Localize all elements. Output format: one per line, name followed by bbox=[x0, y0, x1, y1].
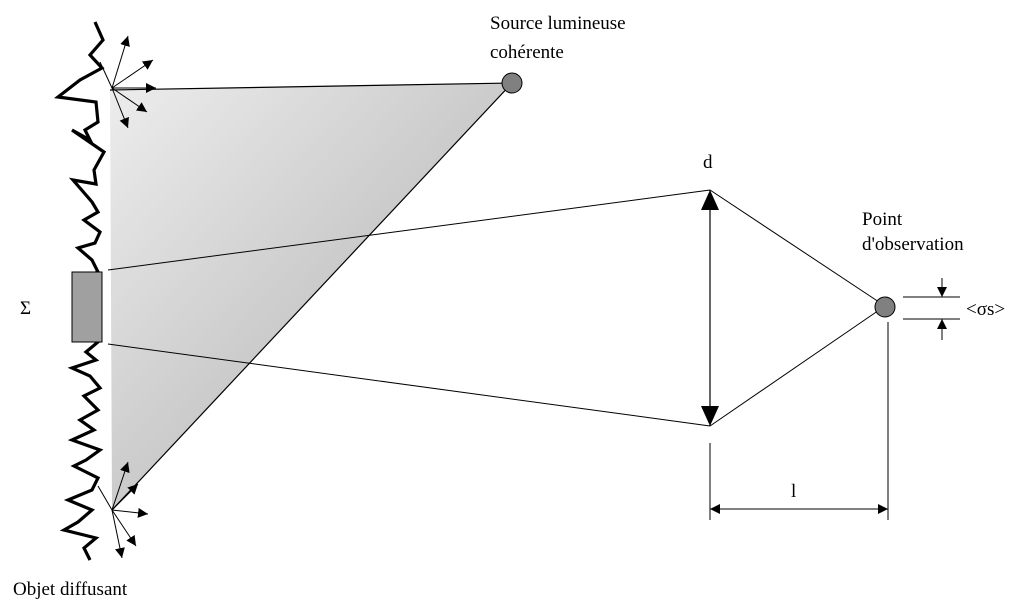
ray-upper bbox=[107, 189, 711, 271]
speckle-size-indicator bbox=[903, 278, 960, 340]
source-label-line2: cohérente bbox=[490, 42, 564, 63]
observation-label-line2: d'observation bbox=[862, 234, 964, 255]
observation-label-line1: Point bbox=[862, 209, 903, 230]
light-source bbox=[501, 72, 523, 94]
aperture-arrowhead-top bbox=[701, 190, 719, 210]
sigma-zone bbox=[71, 271, 103, 343]
distance-label: l bbox=[791, 481, 797, 502]
scatter-arrows-top bbox=[99, 35, 156, 129]
scatter-arrows-bottom bbox=[97, 461, 149, 559]
object-label: Objet diffusant bbox=[13, 579, 128, 600]
source-label-line1: Source lumineuse bbox=[490, 13, 626, 34]
distance-dimension bbox=[709, 322, 889, 520]
aperture-arrowhead-bottom bbox=[701, 406, 719, 426]
speckle-size-label: <σs> bbox=[966, 299, 1006, 320]
ray-to-observation-lower bbox=[709, 305, 886, 427]
aperture-label: d bbox=[703, 152, 713, 173]
beam-lower-edge bbox=[111, 82, 513, 511]
sigma-label: Σ bbox=[20, 298, 32, 319]
ray-to-observation-upper bbox=[709, 189, 886, 307]
observation-point bbox=[874, 296, 896, 318]
beam-upper-edge bbox=[109, 82, 513, 91]
ray-lower bbox=[107, 343, 711, 427]
